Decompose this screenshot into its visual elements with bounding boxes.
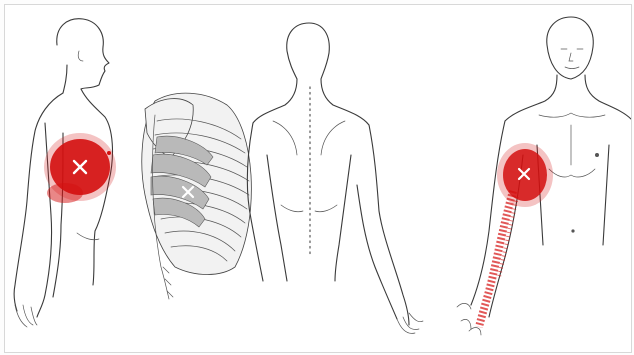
- rib-cage-figure: [142, 93, 252, 299]
- back-view-figure: [247, 23, 423, 333]
- front-view-pain-area: [479, 143, 599, 327]
- illustration-canvas: [4, 4, 632, 353]
